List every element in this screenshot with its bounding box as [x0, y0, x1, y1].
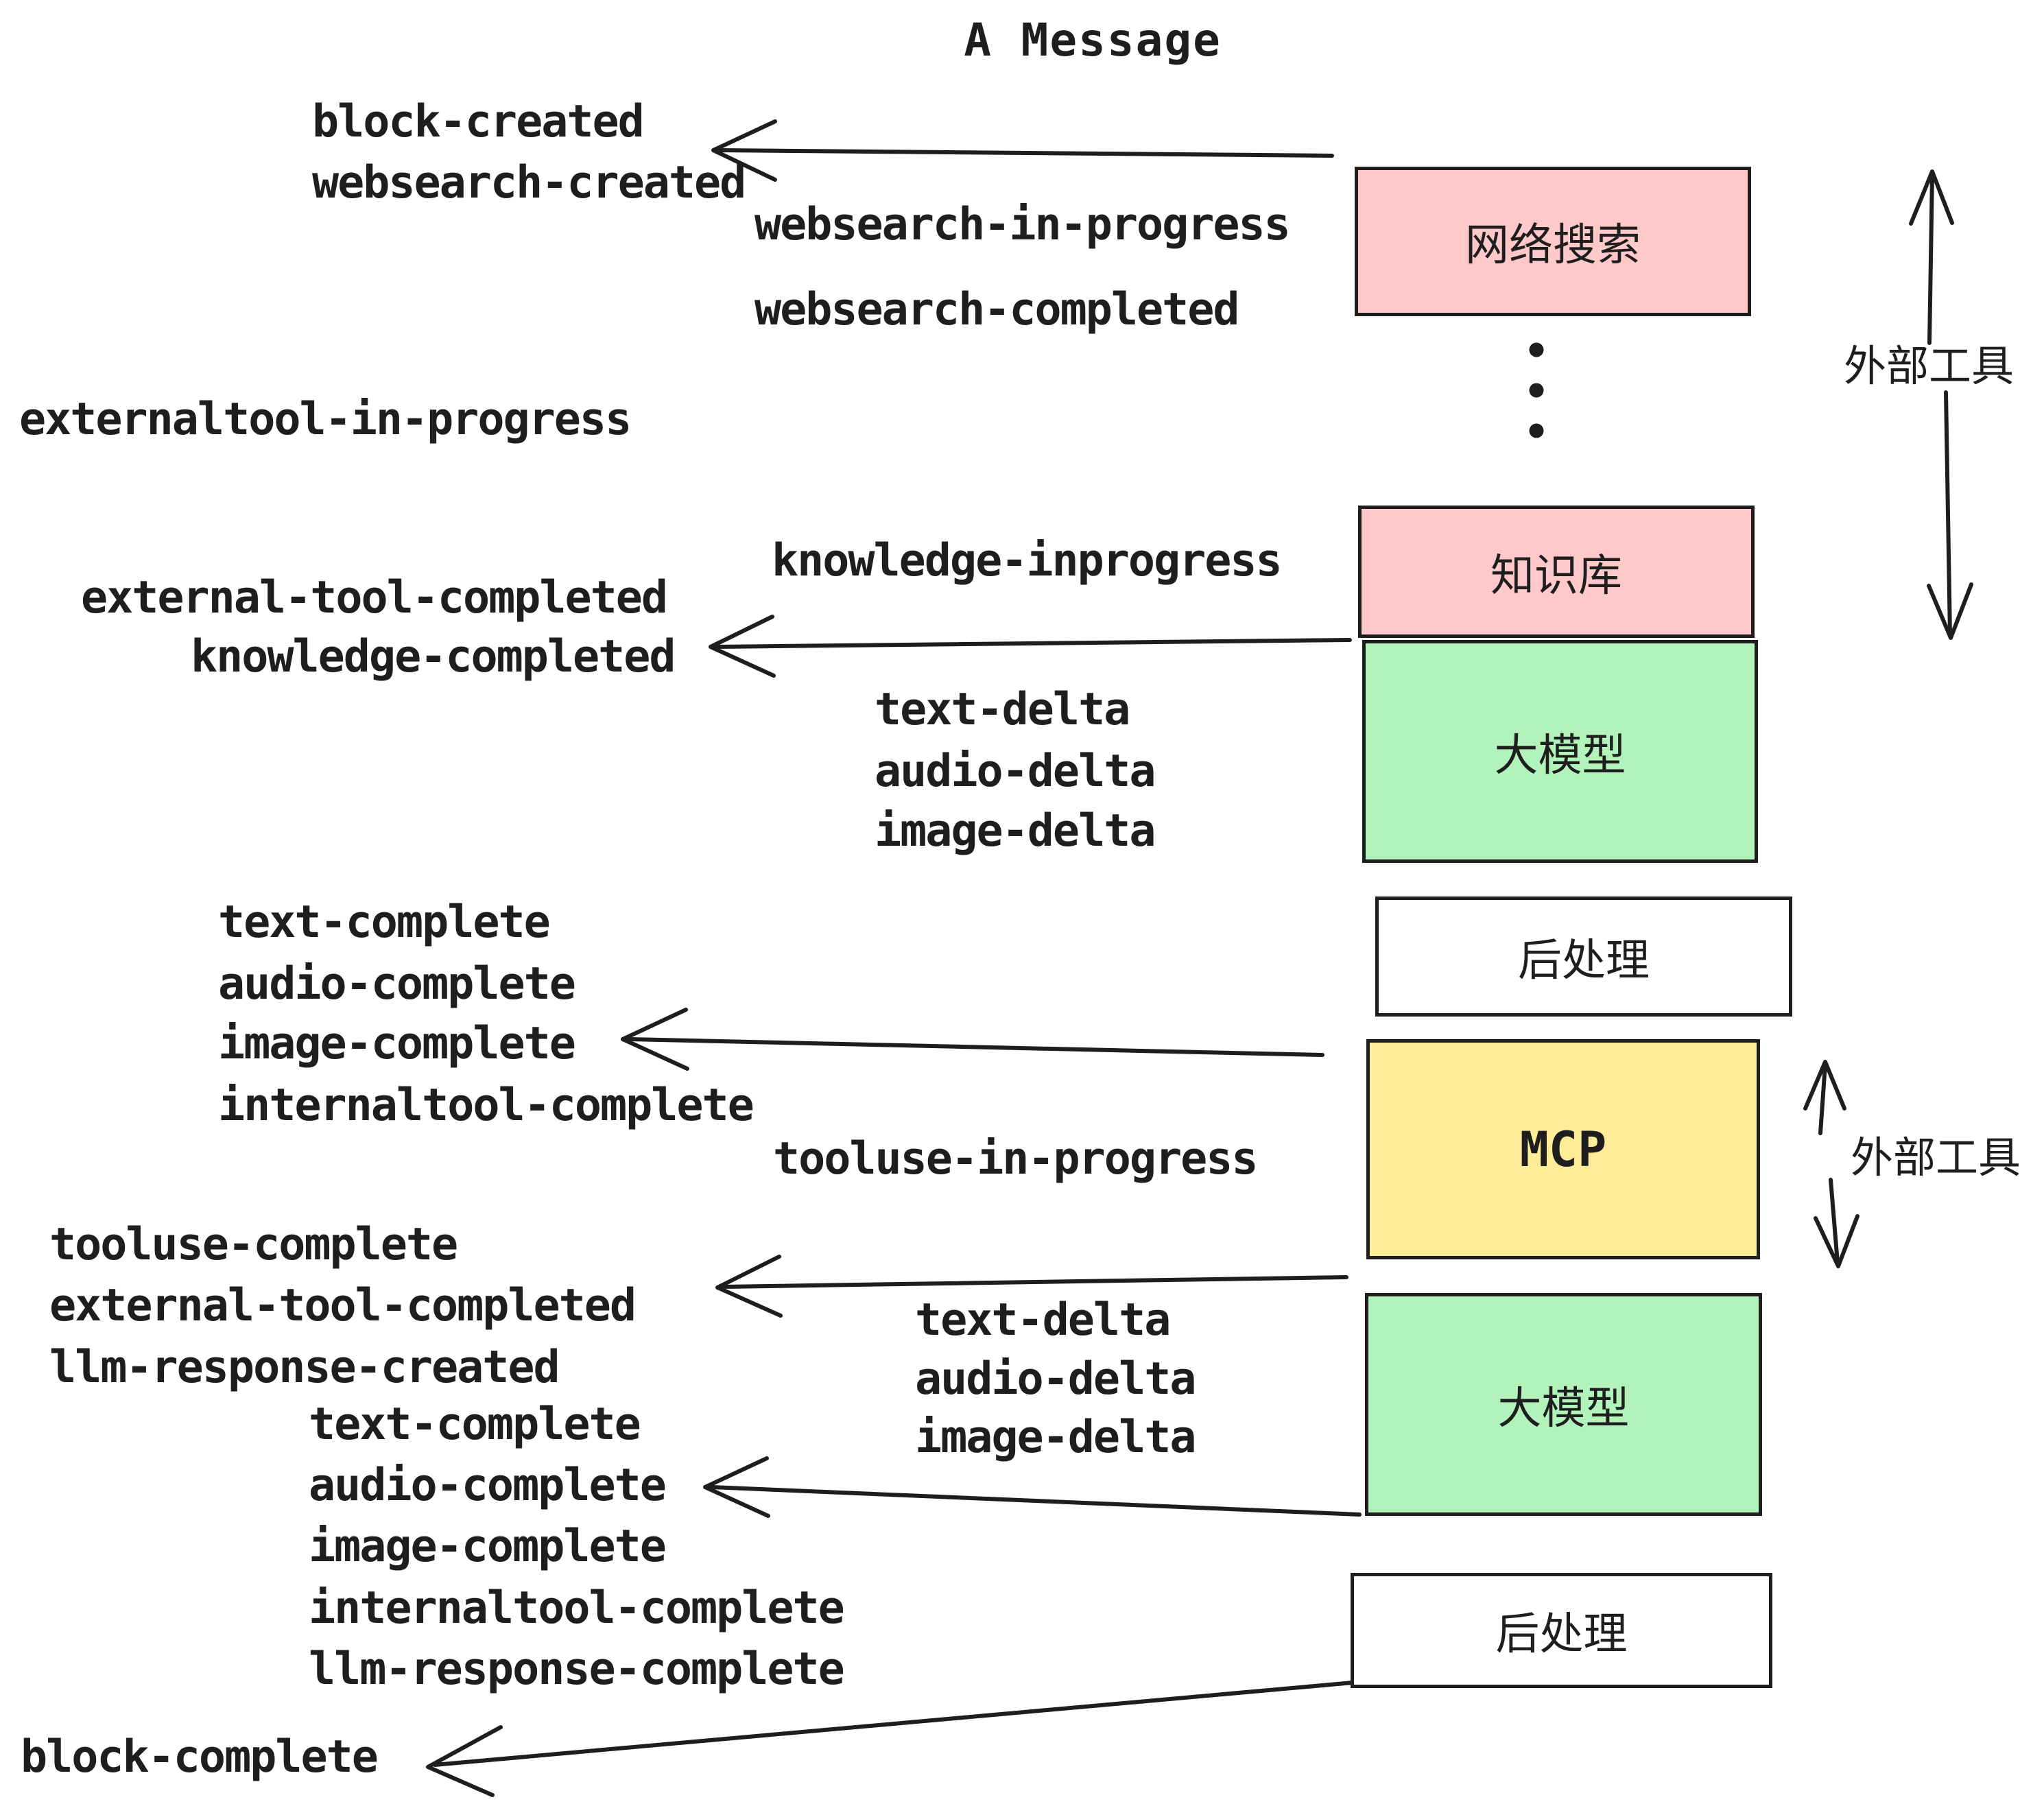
event-llm-response-created: llm-response-created — [49, 1341, 560, 1393]
external-tools-up-arrow-1 — [1909, 169, 1954, 345]
box-knowledge-label: 知识库 — [1490, 550, 1622, 602]
arrow-websearch-to-block-created — [711, 119, 1334, 182]
event-external-tool-completed: external-tool-completed — [81, 571, 668, 624]
event-internaltool-complete: internaltool-complete — [218, 1079, 754, 1131]
event-websearch-in-progress: websearch-in-progress — [754, 198, 1291, 250]
box-postprocess-2-label: 后处理 — [1495, 1609, 1628, 1660]
event-knowledge-inprogress: knowledge-inprogress — [772, 534, 1283, 586]
diagram-title: A Message — [964, 14, 1222, 67]
box-llm-1: 大模型 — [1362, 640, 1758, 863]
event-tooluse-complete: tooluse-complete — [49, 1218, 458, 1270]
event-llm-response-complete: llm-response-complete — [309, 1643, 845, 1695]
box-knowledge: 知识库 — [1358, 506, 1755, 638]
event-tooluse-in-progress: tooluse-in-progress — [773, 1132, 1259, 1185]
event-websearch-created: websearch-created — [312, 156, 746, 209]
event-image-complete: image-complete — [218, 1017, 576, 1069]
event-image-delta-2: image-delta — [915, 1411, 1196, 1463]
event-image-complete-2: image-complete — [309, 1520, 667, 1572]
box-mcp: MCP — [1366, 1039, 1760, 1259]
event-block-complete: block-complete — [21, 1731, 379, 1783]
box-postprocess-2: 后处理 — [1351, 1573, 1772, 1688]
event-externaltool-in-progress: externaltool-in-progress — [19, 393, 632, 445]
box-postprocess-1-label: 后处理 — [1518, 935, 1650, 986]
event-audio-complete: audio-complete — [218, 958, 576, 1010]
arrow-llm2-to-audio-complete — [703, 1456, 1362, 1518]
event-text-delta: text-delta — [875, 683, 1130, 735]
event-image-delta: image-delta — [875, 805, 1156, 857]
event-text-complete-2: text-complete — [309, 1398, 641, 1450]
event-internaltool-complete-2: internaltool-complete — [309, 1582, 845, 1634]
external-tools-up-arrow-2 — [1803, 1060, 1846, 1135]
box-websearch: 网络搜索 — [1355, 167, 1751, 316]
external-tools-label-2: 外部工具 — [1850, 1132, 2021, 1183]
arrow-postprocess2-to-block-complete — [426, 1678, 1378, 1797]
arrow-postprocess-to-image-complete — [621, 1008, 1324, 1071]
arrow-knowledge-to-knowledge-completed — [709, 615, 1352, 678]
ellipsis-dot — [1529, 423, 1544, 438]
external-tools-down-arrow-1 — [1927, 390, 1973, 640]
external-tools-label-1: 外部工具 — [1843, 341, 2015, 391]
event-audio-delta: audio-delta — [875, 745, 1156, 797]
arrow-mcp-to-external-tool-completed — [715, 1255, 1348, 1318]
ellipsis-dot — [1529, 342, 1544, 357]
event-knowledge-completed: knowledge-completed — [191, 630, 676, 683]
event-audio-complete-2: audio-complete — [309, 1459, 667, 1511]
event-text-delta-2: text-delta — [915, 1294, 1171, 1346]
box-mcp-label: MCP — [1519, 1121, 1607, 1178]
box-llm-2: 大模型 — [1365, 1293, 1762, 1516]
box-llm-2-label: 大模型 — [1497, 1383, 1630, 1434]
box-websearch-label: 网络搜索 — [1465, 220, 1641, 271]
event-websearch-completed: websearch-completed — [754, 283, 1240, 335]
external-tools-down-arrow-2 — [1814, 1178, 1859, 1268]
ellipsis-dot — [1529, 383, 1544, 398]
event-block-created: block-created — [312, 95, 645, 147]
event-external-tool-completed-2: external-tool-completed — [49, 1279, 637, 1331]
event-text-complete: text-complete — [218, 896, 551, 948]
box-postprocess-1: 后处理 — [1375, 897, 1792, 1017]
event-audio-delta-2: audio-delta — [915, 1353, 1196, 1405]
box-llm-1-label: 大模型 — [1494, 730, 1626, 781]
